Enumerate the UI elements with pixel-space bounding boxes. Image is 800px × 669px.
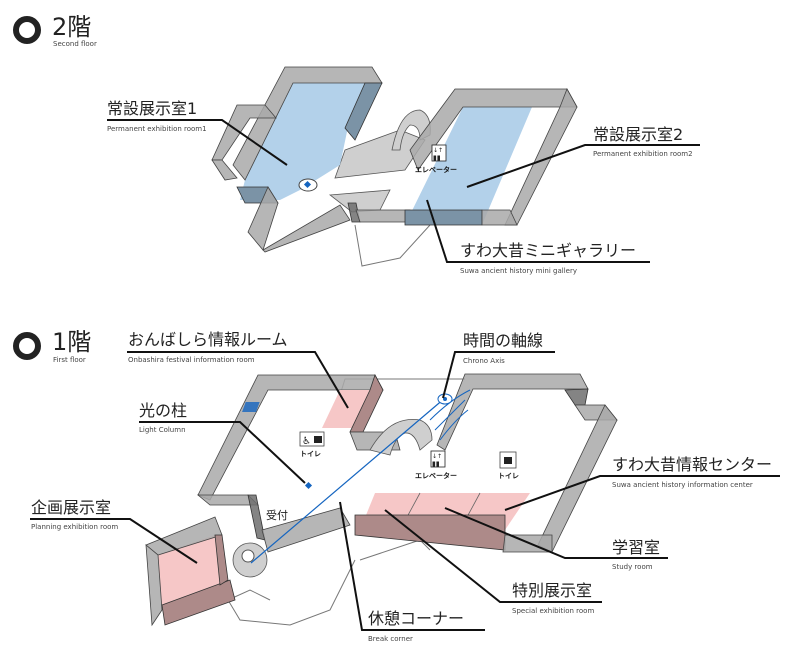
wall	[355, 209, 411, 223]
wall	[211, 159, 238, 181]
elevator-label: エレベーター	[415, 471, 457, 480]
floor1-map: ♿ トイレ ↓↑ ▮▮ エレベーター トイレ 受付	[145, 373, 618, 627]
leader-line	[442, 351, 555, 399]
wall	[481, 209, 518, 226]
permanent-exhibition-room-1	[240, 83, 365, 200]
room-label-en: Suwa ancient history information center	[612, 481, 753, 489]
toilet-label: トイレ	[498, 472, 519, 480]
room-label-en: Light Column	[139, 426, 186, 434]
room-label-ja: 常設展示室1	[107, 99, 197, 118]
wall	[161, 579, 236, 626]
wall	[232, 66, 383, 181]
room-label-ja: おんばしら情報ルーム	[128, 330, 288, 349]
wall	[404, 209, 483, 226]
leader-line	[30, 518, 198, 564]
accessible-toilet-icon: ♿	[299, 431, 325, 447]
room-label-ja: すわ大昔情報センター	[612, 455, 772, 474]
leader-line	[107, 119, 288, 166]
floor2-map: ↓↑ ▮▮ エレベーター	[211, 66, 578, 267]
floor2-header: 2階 Second floor	[13, 13, 97, 48]
outline	[359, 539, 431, 561]
lobby-column	[241, 549, 255, 563]
floor1-subtitle: First floor	[53, 356, 86, 364]
floor-marker-icon	[13, 16, 41, 44]
wall	[564, 388, 589, 406]
wall	[436, 373, 589, 451]
wall	[537, 404, 618, 553]
room-label-en: Chrono Axis	[463, 357, 505, 365]
wall	[247, 494, 266, 541]
corridor-wall	[261, 507, 351, 553]
floor1-title: 1階	[52, 328, 91, 356]
leader-line	[504, 475, 780, 511]
leader-line	[444, 507, 668, 559]
room-label-en: Permanent exhibition room2	[593, 150, 693, 158]
room-label-en: Permanent exhibition room1	[107, 125, 207, 133]
leader-line	[426, 199, 650, 263]
leader-line	[466, 144, 700, 188]
light-column-marker-icon	[303, 180, 312, 189]
room-label-ja: 光の柱	[139, 401, 187, 420]
room-label-ja: 特別展示室	[512, 581, 592, 600]
outline	[227, 559, 356, 626]
floor2-labels: 常設展示室1 Permanent exhibition room1 常設展示室2…	[107, 99, 700, 275]
svg-text:▮▮: ▮▮	[432, 460, 440, 468]
floor1-header: 1階 First floor	[13, 328, 91, 364]
leader-line	[339, 501, 485, 631]
elevator-icon: ↓↑ ▮▮	[431, 144, 447, 162]
leader-line	[139, 421, 306, 484]
room-label-ja: 企画展示室	[31, 498, 111, 517]
room-label-en: Suwa ancient history mini gallery	[460, 267, 577, 275]
svg-text:↓↑: ↓↑	[432, 453, 442, 460]
room-label-en: Break corner	[368, 635, 413, 643]
svg-text:▮▮: ▮▮	[433, 154, 441, 162]
room-label-ja: 学習室	[612, 538, 660, 557]
toilet-label: トイレ	[300, 450, 321, 458]
elevator-icon: ↓↑ ▮▮	[430, 450, 446, 468]
svg-text:♿: ♿	[302, 436, 311, 447]
leader-line	[127, 351, 349, 409]
room-label-ja: 常設展示室2	[593, 125, 683, 144]
wall	[262, 204, 351, 253]
floor2-subtitle: Second floor	[53, 40, 97, 48]
outline	[354, 224, 431, 267]
room-label-ja: すわ大昔ミニギャラリー	[460, 241, 636, 260]
elevator-label: エレベーター	[415, 165, 457, 174]
wall	[344, 82, 383, 141]
light-column-marker-icon	[304, 481, 313, 490]
leader-line	[384, 509, 602, 603]
room-label-en: Planning exhibition room	[31, 523, 118, 531]
reception-label: 受付	[266, 509, 288, 522]
room-label-ja: 休憩コーナー	[368, 609, 464, 628]
floor1-labels: おんばしら情報ルーム Onbashira festival informatio…	[30, 330, 780, 643]
room-label-en: Study room	[612, 563, 653, 571]
svg-text:↓↑: ↓↑	[433, 147, 443, 154]
room-label-ja: 時間の軸線	[463, 331, 543, 350]
permanent-exhibition-room-2	[405, 107, 532, 225]
chrono-axis-line	[250, 397, 446, 564]
room-label-en: Special exhibition room	[512, 607, 594, 615]
room-label-en: Onbashira festival information room	[128, 356, 255, 364]
solar-panel-icon	[242, 402, 260, 412]
floor-marker-icon	[13, 332, 41, 360]
stair	[369, 418, 433, 456]
floor2-title: 2階	[52, 13, 91, 41]
wall	[214, 534, 229, 586]
wall	[145, 544, 163, 627]
toilet-icon	[499, 451, 517, 469]
